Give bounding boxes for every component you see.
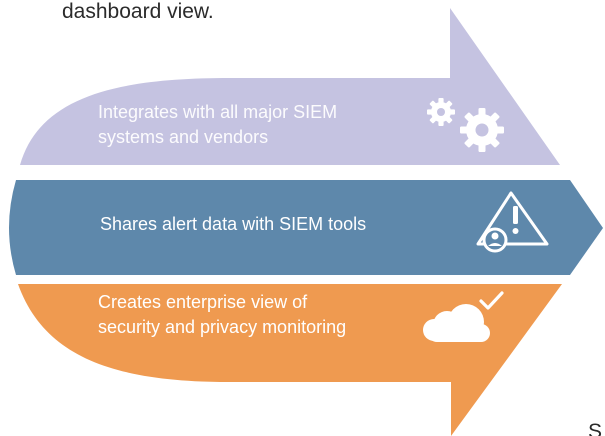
- alerts-label-line-1: Shares alert data with SIEM tools: [100, 214, 367, 234]
- integrations-label-line-1: Integrates with all major SIEM: [98, 102, 338, 122]
- arrow-band-alerts: [9, 180, 603, 275]
- intro-text-fragment: dashboard view.: [62, 0, 214, 23]
- arrow-band-integrations: [20, 8, 560, 165]
- enterprise-label-line-2: security and privacy monitoring: [98, 317, 347, 337]
- integrations-label-line-2: systems and vendors: [98, 127, 269, 147]
- trailing-text-fragment: S: [588, 420, 603, 436]
- enterprise-label: Creates enterprise view of security and …: [98, 290, 346, 340]
- gears-icon: [427, 98, 504, 152]
- integrations-label: Integrates with all major SIEM systems a…: [98, 100, 337, 150]
- alerts-label: Shares alert data with SIEM tools: [100, 212, 366, 237]
- cloud-check-icon: [423, 291, 504, 342]
- arrow-band-enterprise: [18, 284, 562, 436]
- alert-user-icon: [476, 191, 549, 253]
- enterprise-label-line-1: Creates enterprise view of: [98, 292, 308, 312]
